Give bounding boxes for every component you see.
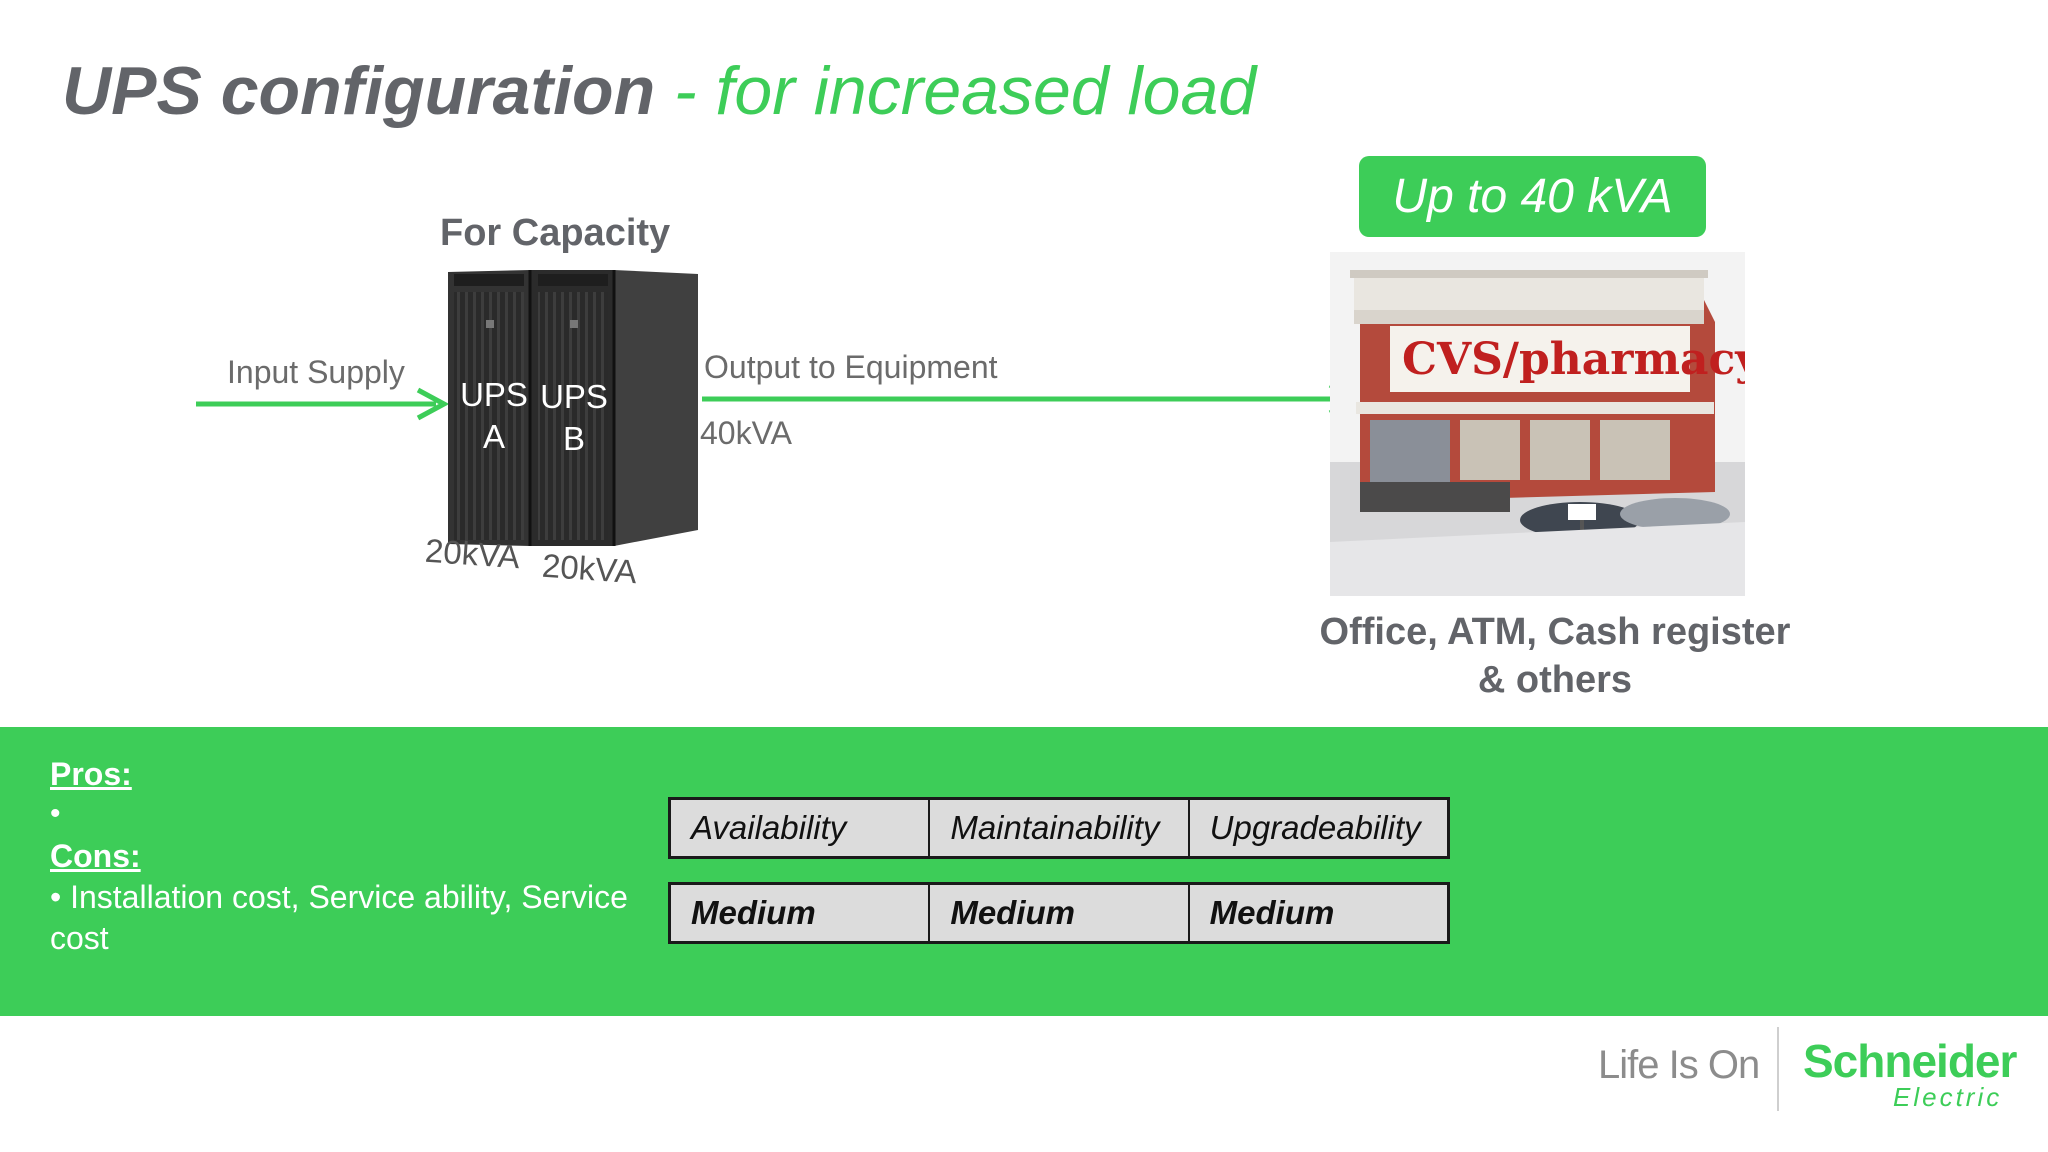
cons-text: • Installation cost, Service ability, Se… — [50, 879, 628, 956]
ratings-table-header: Availability Maintainability Upgradeabil… — [668, 797, 1450, 859]
pros-bullet: • — [50, 797, 61, 830]
ups-b-line2: B — [562, 420, 585, 457]
output-arrow — [702, 382, 1362, 416]
value-upgradeability: Medium — [1187, 885, 1447, 941]
output-kva-label: 40kVA — [700, 415, 792, 451]
capacity-badge: Up to 40 kVA — [1359, 156, 1706, 237]
ups-a-rating: 20kVA — [423, 531, 521, 576]
header-maintainability: Maintainability — [928, 800, 1187, 856]
life-is-on-logo: Life Is On — [1598, 1043, 1760, 1087]
header-upgradeability: Upgradeability — [1187, 800, 1447, 856]
ups-b-label: UPS B — [534, 376, 614, 460]
footer-divider — [1777, 1027, 1779, 1111]
input-arrow — [196, 387, 450, 421]
slide-title-sub: - for increased load — [655, 53, 1257, 129]
schneider-electric-logo: Schneider Electric — [1803, 1035, 2017, 1112]
pros-heading: Pros: — [50, 756, 132, 792]
load-description-line2: & others — [1477, 659, 1633, 701]
ups-cabinet-image — [448, 270, 698, 546]
ups-b-line1: UPS — [540, 378, 608, 415]
ups-a-line2: A — [482, 418, 505, 455]
cons-heading: Cons: — [50, 838, 141, 874]
summary-band — [0, 727, 2048, 1016]
brand-subname: Electric — [1893, 1082, 2003, 1112]
pharmacy-store-image: CVS/pharmacy — [1330, 252, 1745, 596]
input-supply-label: Input Supply — [227, 354, 405, 390]
value-maintainability: Medium — [928, 885, 1187, 941]
output-to-equipment-label: Output to Equipment — [704, 349, 998, 385]
load-description: Office, ATM, Cash register & others — [1250, 608, 1860, 704]
value-availability: Medium — [691, 894, 816, 931]
ratings-table-values: Medium Medium Medium — [668, 882, 1450, 944]
brand-name: Schneider — [1803, 1035, 2017, 1087]
ups-b-rating: 20kVA — [540, 546, 638, 591]
slide-title: UPS configuration - for increased load — [62, 52, 1256, 130]
store-sign-text: CVS/pharmacy — [1402, 334, 1745, 385]
slide-title-main: UPS configuration — [62, 53, 656, 129]
for-capacity-label: For Capacity — [440, 212, 671, 254]
ups-a-label: UPS A — [454, 374, 534, 458]
header-availability: Availability — [691, 809, 847, 846]
ups-a-line1: UPS — [460, 376, 528, 413]
load-description-line1: Office, ATM, Cash register — [1319, 611, 1791, 653]
